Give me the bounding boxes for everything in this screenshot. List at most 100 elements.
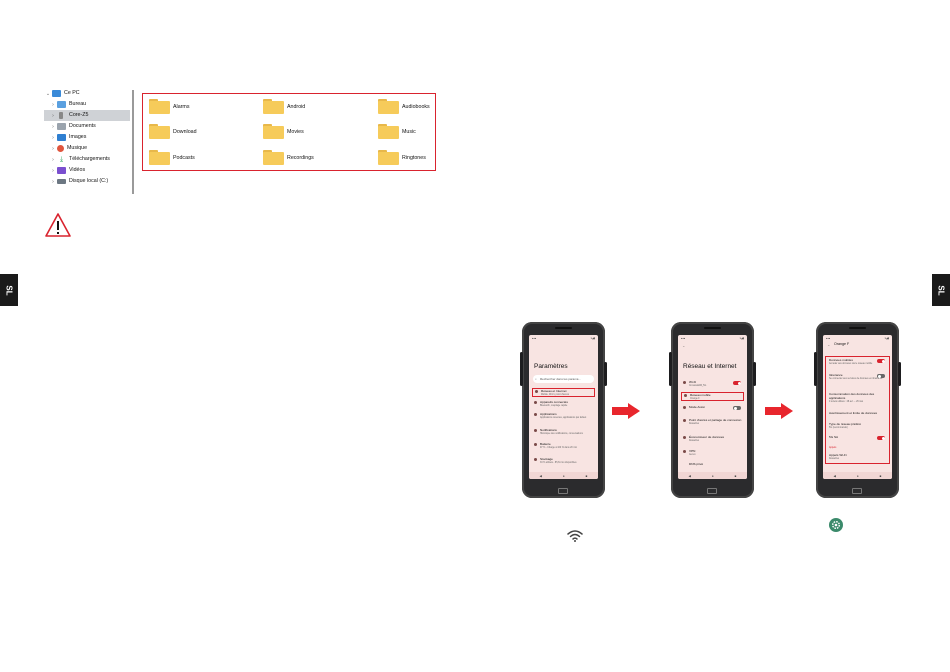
recents-icon[interactable]: ■ [734, 473, 737, 478]
item-label: Type de réseau préféré [829, 422, 861, 426]
mobile-item-app-data[interactable]: Consommation des données des application… [826, 392, 889, 403]
folder-recordings[interactable]: Recordings [263, 150, 314, 165]
status-bar: ●●●▾◢▮ [532, 337, 595, 340]
folder-label: Music [402, 128, 416, 135]
tree-item-pc[interactable]: ⌄ Ce PC [44, 88, 130, 99]
tree-item-label: Core-Z5 [69, 112, 89, 118]
folder-music[interactable]: Music [378, 124, 416, 139]
highlight-frame [825, 356, 890, 464]
item-sub: Désactivé [689, 422, 700, 425]
chevron-right-icon: › [52, 167, 54, 174]
home-icon[interactable]: ● [711, 473, 714, 478]
chevron-right-icon: › [52, 178, 54, 185]
folder-android[interactable]: Android [263, 99, 305, 114]
recents-icon[interactable]: ■ [879, 473, 882, 478]
folder-ringtones[interactable]: Ringtones [378, 150, 426, 165]
phone-speaker [704, 327, 721, 329]
phone-settings: ●●●▾◢▮ Paramètres ⌕ Rechercher dans les … [520, 322, 607, 498]
item-sub: CrosscallAM_5G [689, 384, 707, 387]
home-icon[interactable]: ● [856, 473, 859, 478]
tree-item-videos[interactable]: › Vidéos [44, 165, 130, 176]
phone-speaker [849, 327, 866, 329]
item-sub: Se connecter aux services de données en … [829, 377, 883, 380]
tree-item-core-z5[interactable]: › Core-Z5 [44, 110, 130, 121]
back-icon[interactable]: ◀ [833, 473, 836, 478]
back-arrow-icon[interactable]: ← [827, 343, 831, 347]
warning-icon [45, 213, 71, 237]
tree-item-musique[interactable]: › Musique [44, 143, 130, 154]
hotspot-icon [683, 419, 686, 422]
airplane-icon [683, 406, 686, 409]
screen-title: Réseau et Internet [683, 363, 737, 370]
folder-download[interactable]: Download [149, 124, 197, 139]
tree-item-telechargements[interactable]: › ⤓ Téléchargements [44, 154, 130, 165]
5g-sa-toggle[interactable] [877, 436, 885, 440]
folder-podcasts[interactable]: Podcasts [149, 150, 195, 165]
bell-icon [534, 429, 537, 432]
mobile-data-toggle[interactable] [877, 359, 885, 363]
item-sub: 33 % utilisés - 85,61 Go disponibles [540, 461, 577, 464]
item-sub: 0 octets utilisés : 28 avr. – 26 mai [829, 400, 863, 403]
mobile-item-data-warning[interactable]: Avertissement et limite de données [826, 411, 889, 415]
key-icon [683, 450, 686, 453]
chevron-down-icon: ⌄ [45, 90, 51, 97]
back-arrow-icon[interactable]: ← [682, 344, 686, 348]
item-label: Wi-Fi [689, 380, 697, 384]
tree-item-documents[interactable]: › Documents [44, 121, 130, 132]
folder-label: Movies [287, 128, 304, 135]
recents-icon[interactable]: ■ [585, 473, 588, 478]
videos-icon [57, 167, 66, 174]
network-item-airplane[interactable]: Mode Avion [681, 405, 744, 410]
item-label: Itinérance [829, 373, 843, 377]
folder-icon [263, 99, 284, 114]
tree-item-images[interactable]: › Images [44, 132, 130, 143]
network-item-dns[interactable]: DNS privé [681, 462, 744, 466]
images-icon [57, 134, 66, 141]
wifi-toggle[interactable] [733, 381, 741, 385]
search-icon: ⌕ [535, 377, 537, 381]
tree-item-disque-local[interactable]: › Disque local (C:) [44, 176, 130, 187]
item-label: Applications [540, 412, 557, 416]
folder-audiobooks[interactable]: Audiobooks [378, 99, 430, 114]
language-tab-right: SL [932, 274, 950, 306]
roaming-toggle[interactable] [877, 374, 885, 378]
tree-item-bureau[interactable]: › Bureau [44, 99, 130, 110]
home-icon[interactable]: ● [562, 473, 565, 478]
tree-item-label: Vidéos [69, 167, 86, 173]
mobile-item-5g-sa[interactable]: 5G SA [826, 435, 889, 440]
item-label: Consommation des données des application… [829, 392, 875, 400]
phone-screen: ●●●▾◢▮ Paramètres ⌕ Rechercher dans les … [529, 335, 598, 479]
folder-label: Alarms [173, 103, 190, 110]
tree-scrollbar[interactable] [132, 90, 134, 194]
folder-alarms[interactable]: Alarms [149, 99, 189, 114]
folder-label: Download [173, 128, 197, 135]
item-sub: Orange F [690, 397, 700, 400]
settings-search-input[interactable]: ⌕ Rechercher dans les paramè... [533, 375, 594, 383]
tree-item-label: Ce PC [64, 90, 80, 96]
airplane-toggle[interactable] [733, 406, 741, 410]
item-label: Point d'accès et partage de connexion [689, 418, 742, 422]
back-icon[interactable]: ◀ [539, 473, 542, 478]
chevron-right-icon: › [52, 112, 54, 119]
folder-label: Recordings [287, 154, 314, 161]
brand-logo [707, 488, 717, 494]
back-icon[interactable]: ◀ [688, 473, 691, 478]
folder-movies[interactable]: Movies [263, 124, 304, 139]
phone-speaker [555, 327, 572, 329]
status-bar: ●●●▾◢▮ [826, 337, 889, 340]
